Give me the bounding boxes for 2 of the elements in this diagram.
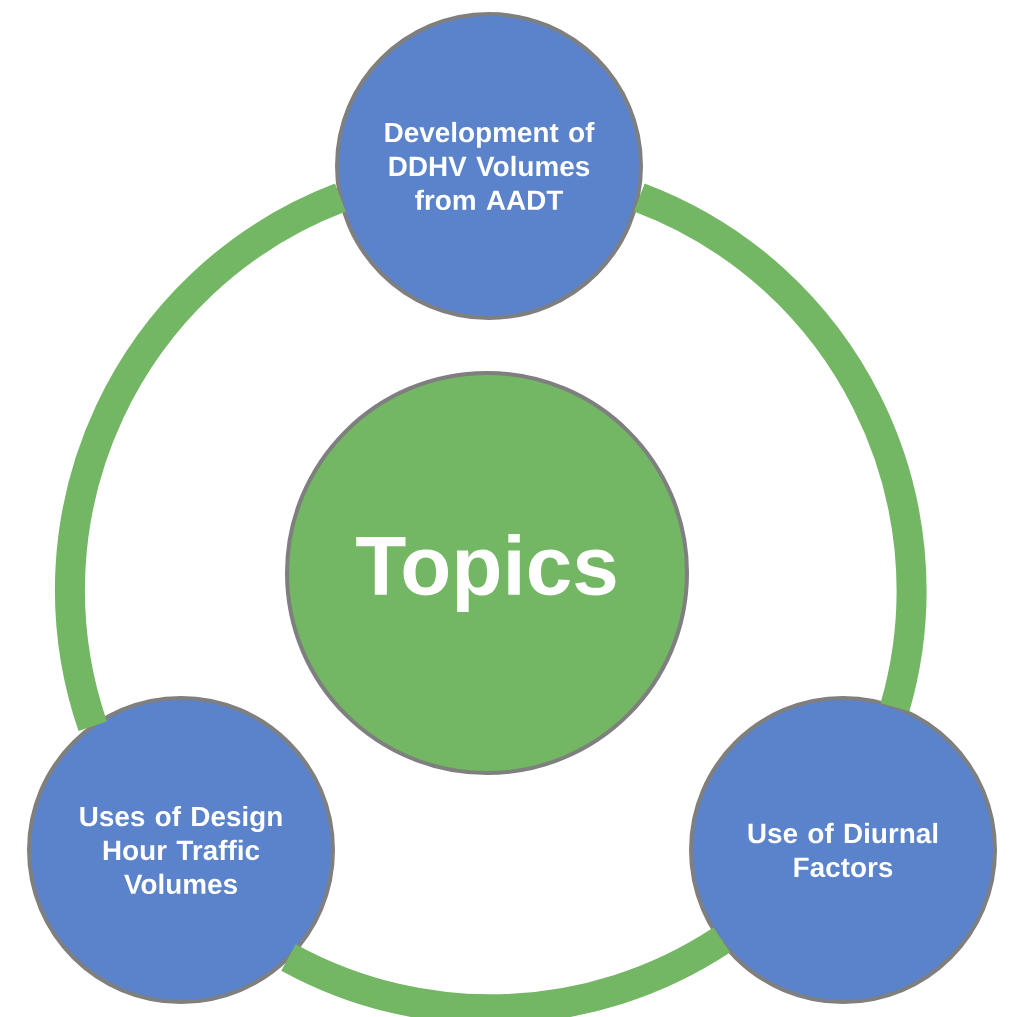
ring-arc <box>55 183 347 731</box>
ring-arc <box>281 927 730 1017</box>
